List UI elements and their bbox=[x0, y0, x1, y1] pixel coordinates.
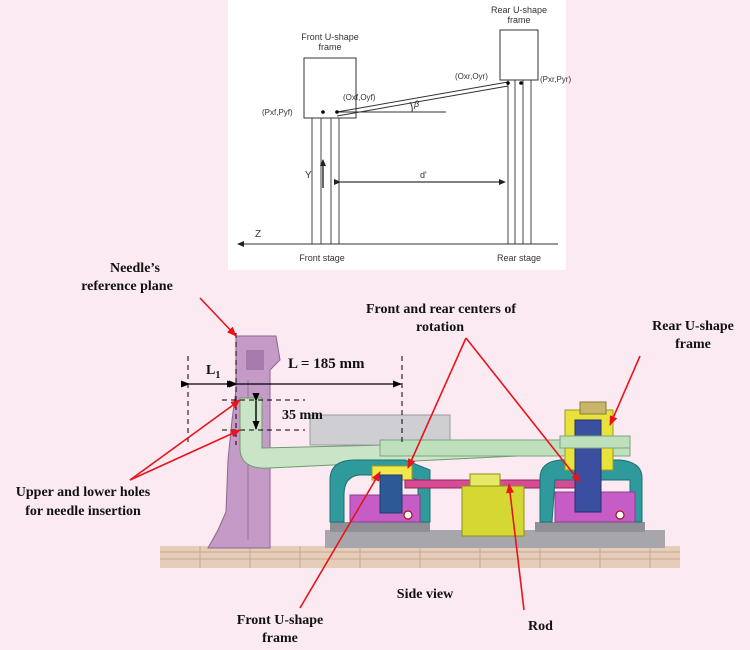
center-block-top bbox=[469, 473, 501, 487]
floor-base-lines bbox=[160, 546, 680, 568]
holes-label-2: for needle insertion bbox=[25, 504, 141, 519]
rear-stage-label: Rear stage bbox=[497, 253, 541, 263]
rear-beam bbox=[559, 435, 631, 449]
front-rotation-column bbox=[379, 474, 403, 514]
cad-side-view: Needle’s reference plane Front and rear … bbox=[16, 261, 734, 646]
rear-stage-frame bbox=[539, 459, 643, 523]
l1-label-main: L bbox=[206, 363, 215, 378]
side-view-label: Side view bbox=[397, 587, 454, 602]
rear-point-label: (Pxr,Pyr) bbox=[540, 75, 571, 84]
front-center-label: (Oxf,Oyf) bbox=[343, 93, 376, 102]
rear-point-dot bbox=[519, 81, 523, 85]
needle-ref-label-2: reference plane bbox=[81, 279, 173, 294]
z-axis-label: Z bbox=[255, 229, 261, 240]
front-point-dot bbox=[321, 110, 325, 114]
front-frame-box bbox=[303, 57, 357, 119]
holes-label-1: Upper and lower holes bbox=[16, 485, 151, 500]
front-stage-bolt bbox=[403, 510, 413, 520]
annotation-arrows bbox=[129, 297, 641, 611]
y-axis-label: Y bbox=[305, 170, 312, 181]
rear-frame-top bbox=[579, 401, 607, 415]
stage-platform bbox=[325, 530, 665, 548]
needle-ref-label-1: Needle’s bbox=[110, 261, 161, 276]
centers-label-2: rotation bbox=[416, 320, 464, 335]
rear-frame-label-2: frame bbox=[507, 15, 530, 25]
beta-arc bbox=[409, 101, 413, 113]
rear-frame-label-2: frame bbox=[675, 337, 711, 352]
beta-label: β bbox=[413, 99, 419, 109]
front-point-label: (Pxf,Pyf) bbox=[262, 108, 293, 117]
schematic-rod bbox=[336, 81, 509, 117]
l1-label-sub: 1 bbox=[215, 370, 220, 381]
front-frame-label-1: Front U-shape bbox=[237, 613, 323, 628]
rear-frame-box bbox=[499, 29, 539, 81]
needle-ref-arrow bbox=[199, 297, 237, 337]
hole-gap-label: 35 mm bbox=[282, 408, 323, 423]
l1-label: L1 bbox=[206, 363, 220, 381]
rod-label: Rod bbox=[528, 619, 553, 634]
needle-guide-slot bbox=[246, 350, 264, 370]
rear-stage-base bbox=[535, 522, 645, 532]
rear-stage-bolt bbox=[615, 510, 625, 520]
front-center-dot bbox=[335, 110, 339, 114]
front-frame-label-2: frame bbox=[318, 42, 341, 52]
rear-frame-label-1: Rear U-shape bbox=[491, 5, 547, 15]
rear-frame-label-1: Rear U-shape bbox=[652, 319, 734, 334]
rear-center-label: (Oxr,Oyr) bbox=[455, 72, 488, 81]
rear-center-dot bbox=[506, 81, 510, 85]
front-center-arrow bbox=[407, 337, 467, 469]
distance-label: d' bbox=[420, 170, 427, 180]
l-length-label: L = 185 mm bbox=[288, 356, 365, 372]
rod-arrow bbox=[506, 483, 525, 611]
rear-rotation-column bbox=[574, 419, 602, 513]
schematic-diagram: Front U-shape frame Rear U-shape frame (… bbox=[228, 0, 571, 270]
front-frame-arrow bbox=[299, 471, 381, 609]
upper-hole-arrow bbox=[129, 399, 241, 481]
centers-label-1: Front and rear centers of bbox=[366, 302, 516, 317]
front-stage-base bbox=[330, 522, 430, 532]
rear-stage-posts bbox=[507, 80, 532, 244]
lower-hole-arrow bbox=[129, 429, 241, 481]
front-frame-label-2: frame bbox=[262, 631, 298, 646]
rear-frame-arrow bbox=[609, 355, 641, 426]
front-stage-label: Front stage bbox=[299, 253, 345, 263]
front-frame-label-1: Front U-shape bbox=[301, 32, 359, 42]
rear-center-arrow bbox=[465, 337, 581, 483]
